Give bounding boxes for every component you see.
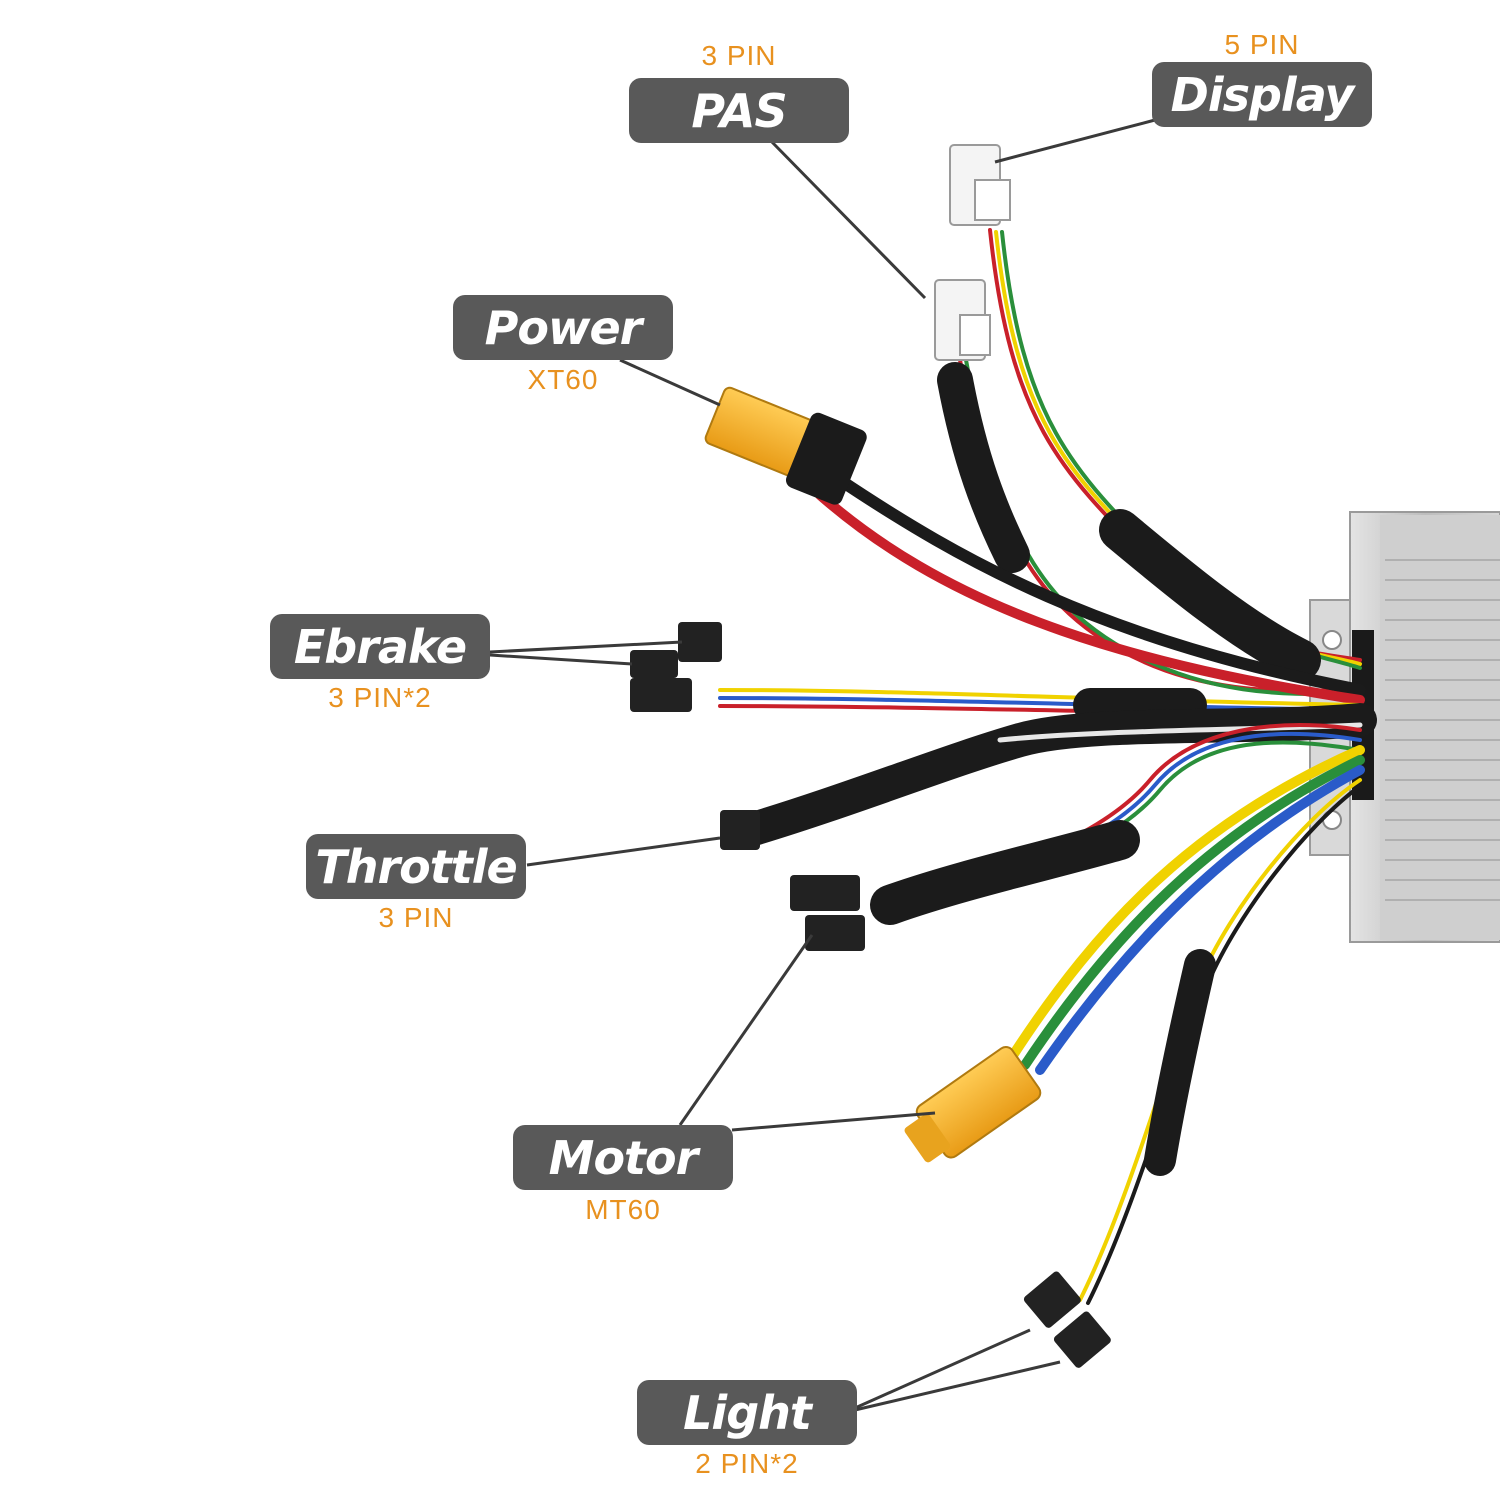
pas-spec: 3 PIN (701, 40, 777, 71)
power-spec: XT60 (527, 364, 599, 395)
hall-connectors (790, 875, 865, 951)
display-spec: 5 PIN (1224, 29, 1300, 60)
display-label: Display (1152, 62, 1372, 127)
motor-label: Motor (513, 1125, 733, 1190)
mt60-connector (904, 1046, 1042, 1163)
light-connectors (1023, 1271, 1111, 1368)
light-spec: 2 PIN*2 (695, 1448, 799, 1479)
light-label: Light (637, 1380, 857, 1445)
leader-lines (489, 118, 1156, 1412)
display-connector (949, 144, 1011, 226)
throttle-spec: 3 PIN (378, 902, 454, 933)
pas-label: PAS (629, 78, 849, 143)
controller-housing (1309, 511, 1500, 943)
ebrake-spec: 3 PIN*2 (328, 682, 432, 713)
motor-spec: MT60 (585, 1194, 661, 1225)
throttle-connector (720, 810, 760, 850)
power-label: Power (453, 295, 673, 360)
ebrake-connectors (630, 622, 722, 712)
cables (718, 228, 1377, 1305)
throttle-label: Throttle (306, 834, 526, 899)
ebrake-label: Ebrake (270, 614, 490, 679)
xt60-connector (704, 386, 867, 505)
pas-connector (934, 279, 991, 361)
